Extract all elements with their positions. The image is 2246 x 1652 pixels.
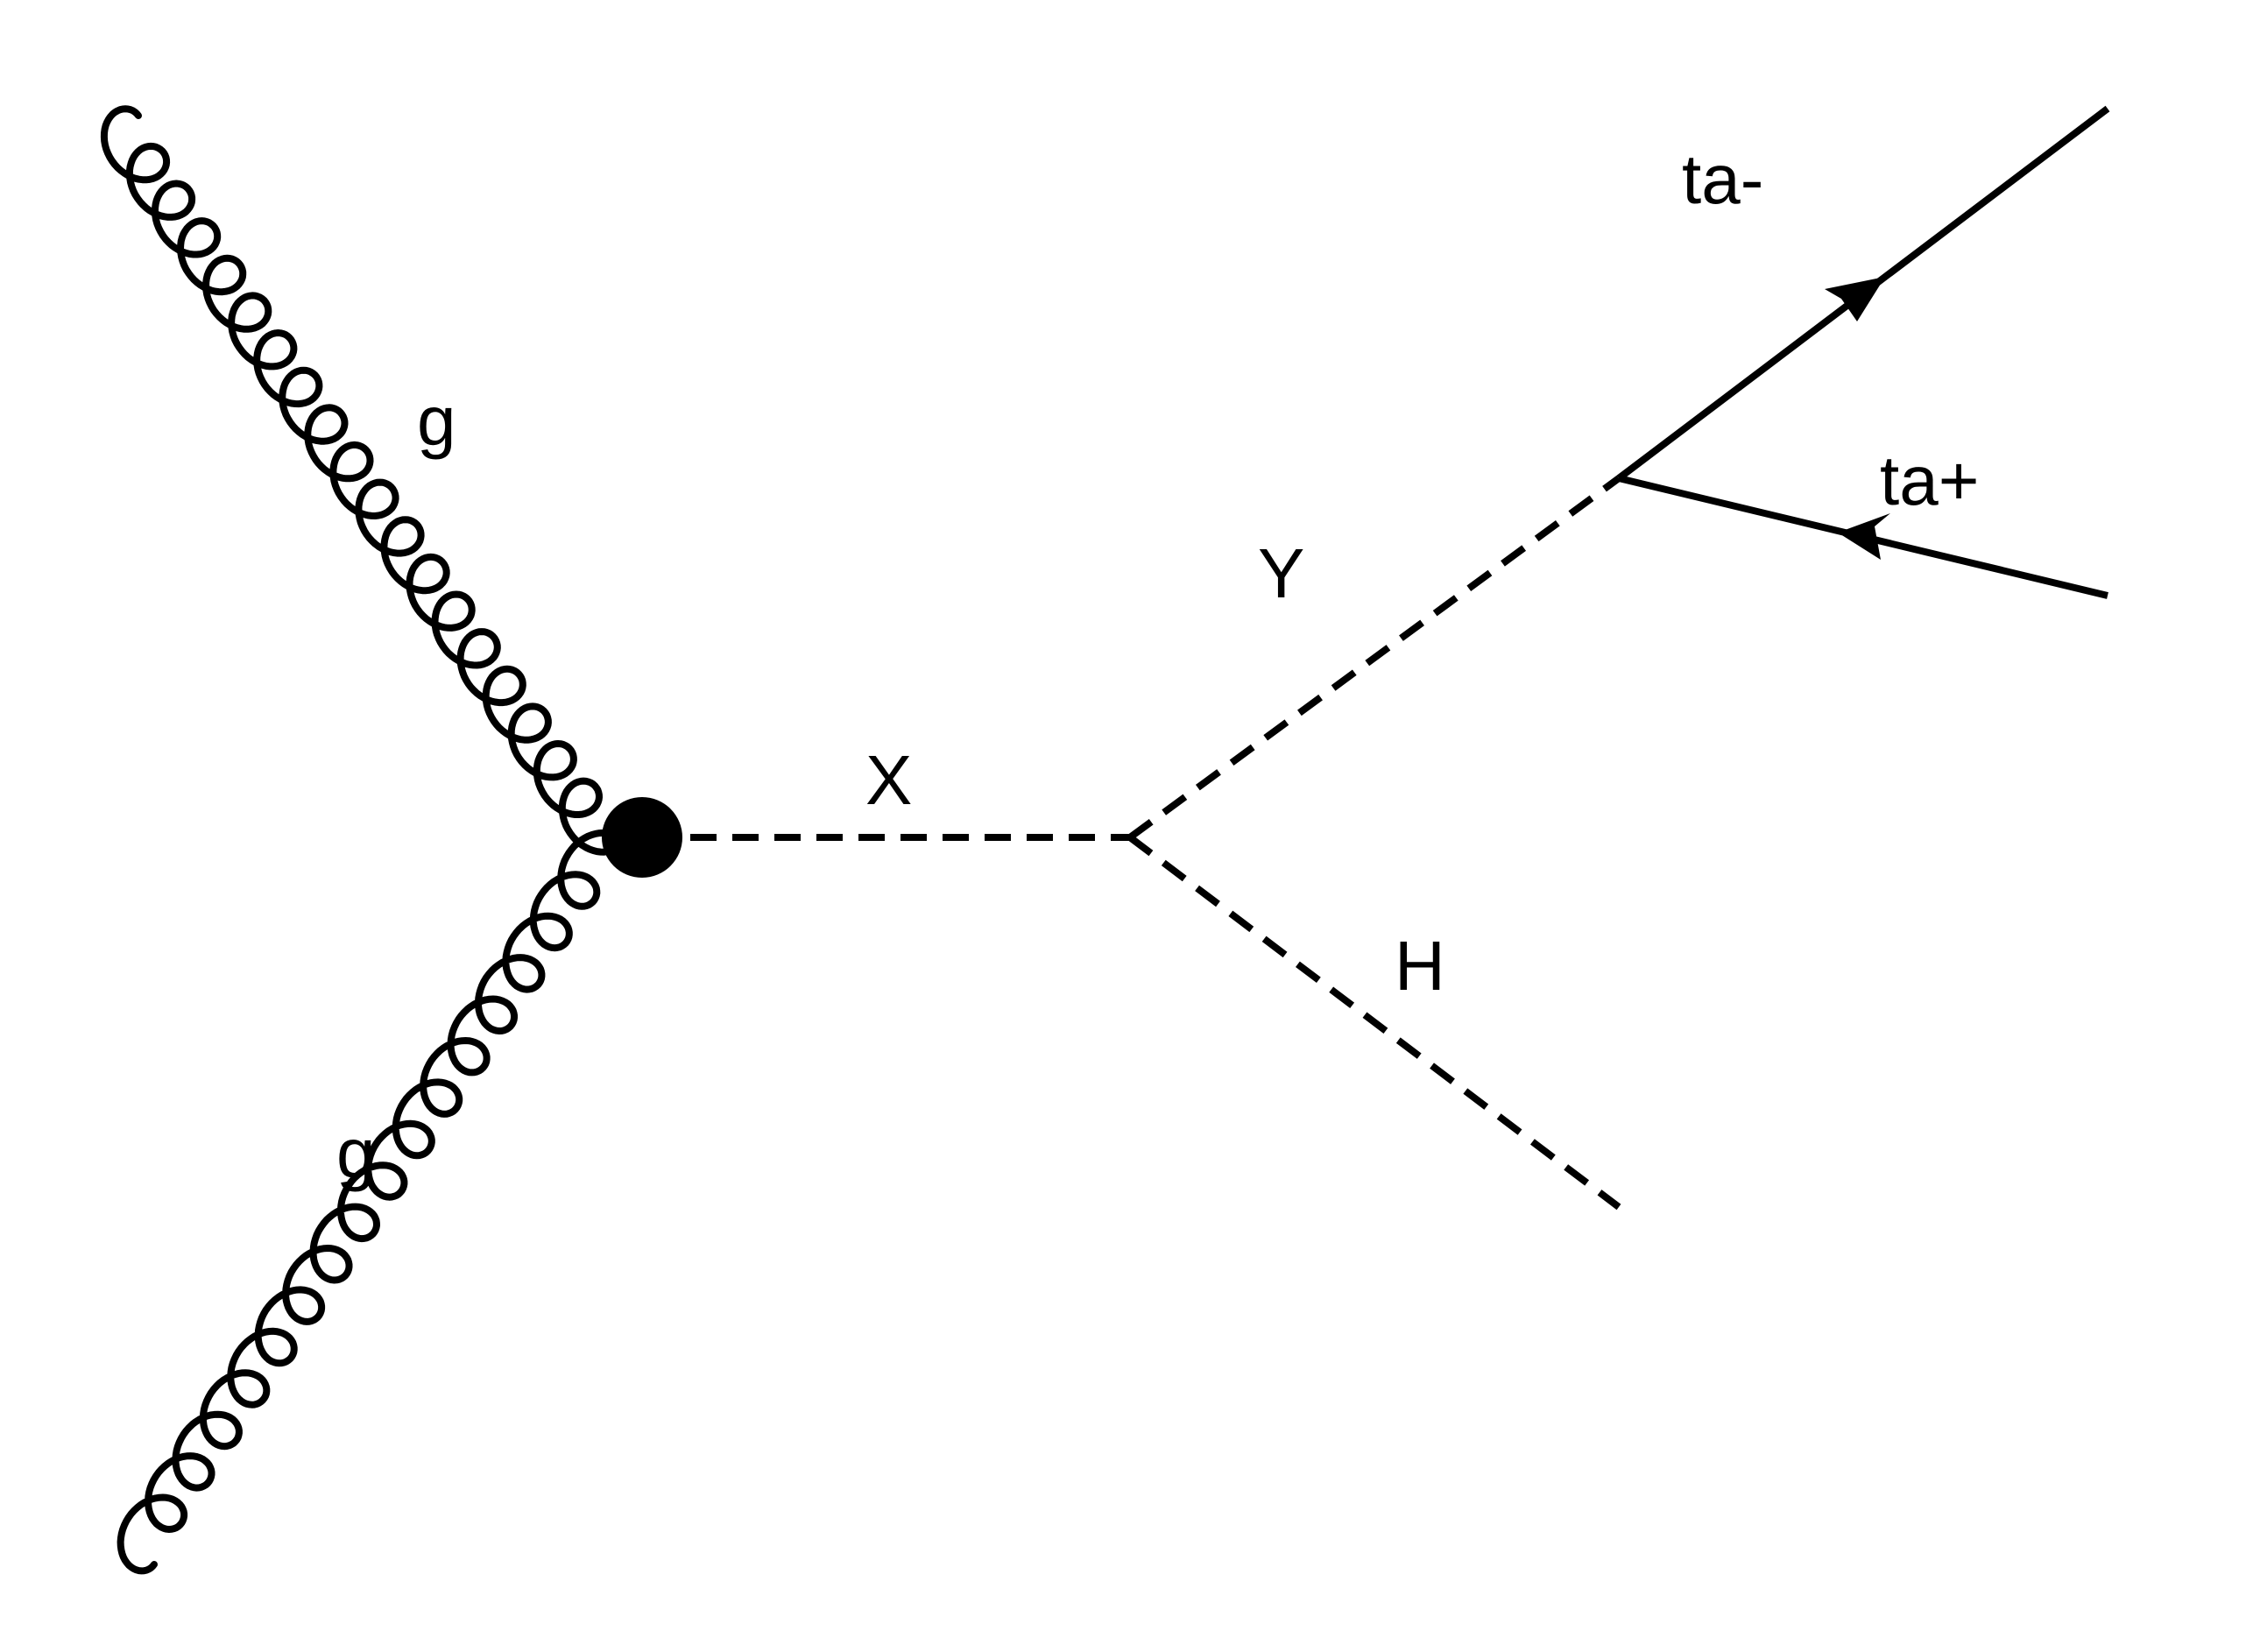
gluon-top-line <box>100 105 628 856</box>
label-gluon-bottom: g <box>336 1114 376 1192</box>
higgs-propagator <box>1127 834 1621 1211</box>
tau-minus-arrow <box>1825 277 1885 321</box>
effective-vertex <box>602 797 682 878</box>
tau-plus-arrow <box>1838 513 1890 560</box>
label-tau-minus: ta- <box>1682 140 1763 218</box>
label-tau-plus: ta+ <box>1880 441 1979 519</box>
label-x: X <box>865 741 912 819</box>
label-gluon-top: g <box>417 382 456 460</box>
y-propagator <box>1127 475 1621 841</box>
gluon-bottom-line <box>117 829 628 1575</box>
label-higgs: H <box>1395 927 1445 1005</box>
label-y: Y <box>1258 534 1304 612</box>
